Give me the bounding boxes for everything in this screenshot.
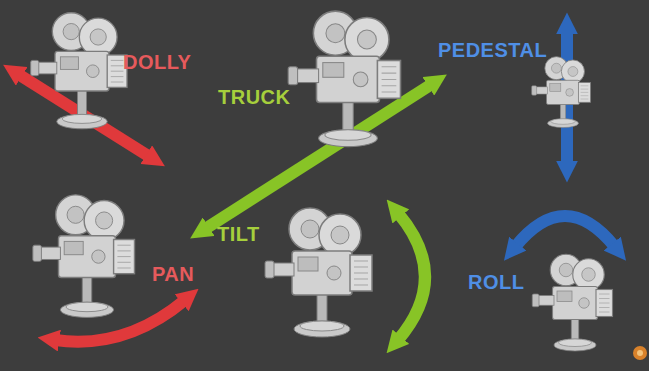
motion-label: TILT (217, 222, 260, 246)
truck-camera (288, 11, 400, 146)
motion-label: DOLLY (123, 50, 191, 74)
tilt-arrow (398, 213, 425, 340)
logo-mark-center (637, 350, 643, 356)
tilt-camera (265, 208, 372, 337)
motion-label: PEDESTAL (438, 38, 547, 62)
label-holder: PAN (152, 262, 194, 286)
label-holder: PEDESTAL (438, 38, 547, 62)
label-holder: ROLL (468, 270, 524, 294)
motion-label: PAN (152, 262, 194, 286)
truck-arrow (205, 84, 432, 229)
roll-camera (532, 254, 612, 351)
pan-camera (33, 195, 135, 318)
roll-arrow (515, 216, 615, 247)
dolly-camera (31, 13, 127, 129)
label-holder: TRUCK (218, 85, 291, 109)
motion-label: TRUCK (218, 85, 291, 109)
logo-mark (633, 346, 647, 360)
label-holder: DOLLY (123, 50, 191, 74)
label-holder: TILT (217, 222, 260, 246)
motion-label: ROLL (468, 270, 524, 294)
pedestal-camera (532, 57, 591, 128)
